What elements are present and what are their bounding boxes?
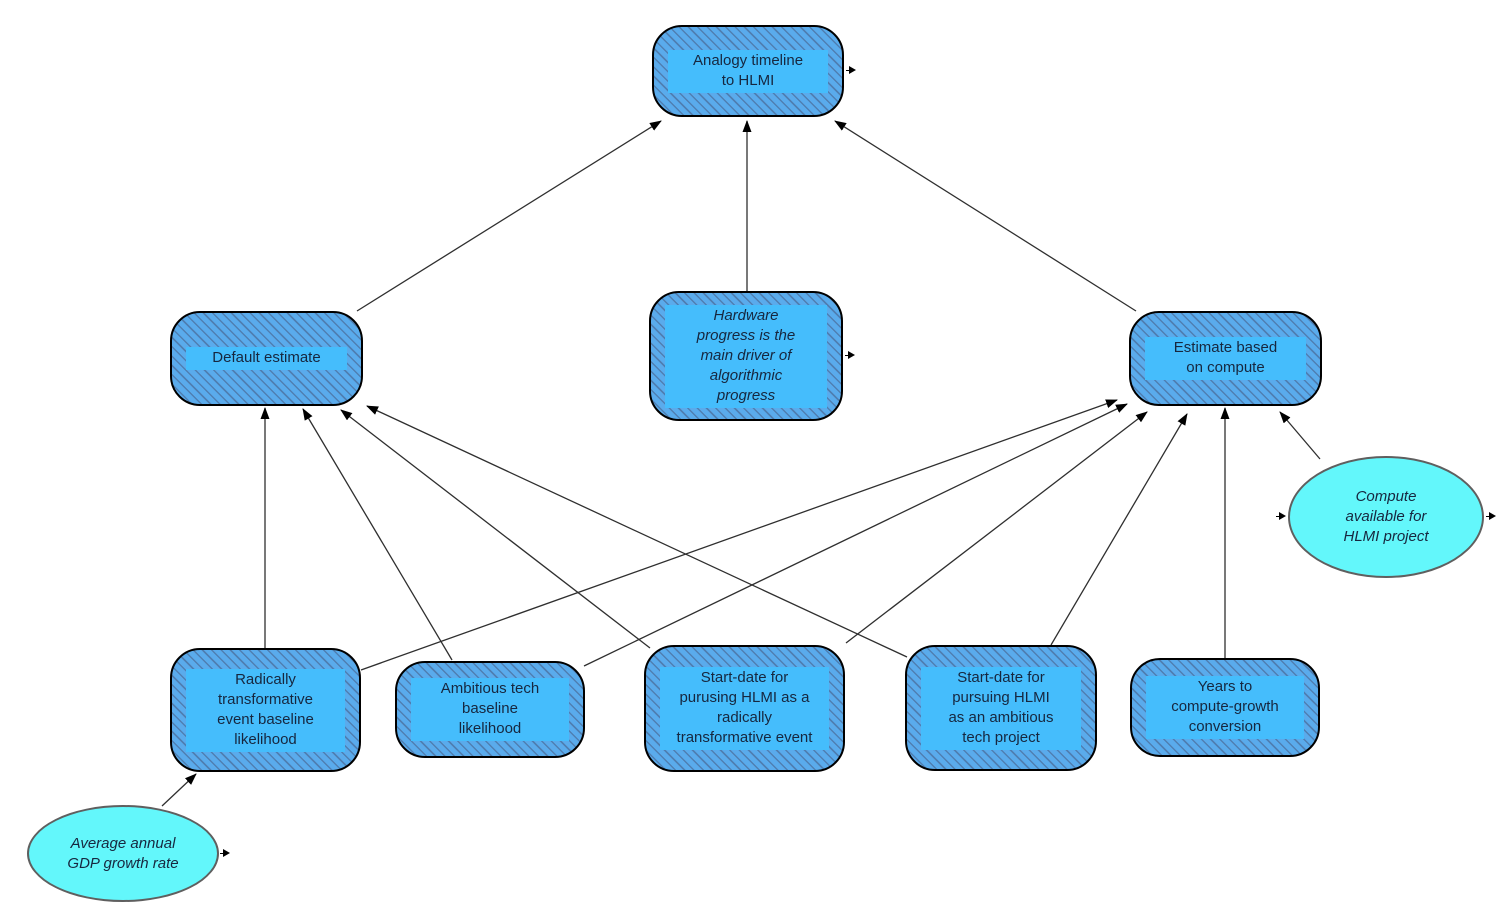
edge-compute_est-to-analogy [834, 120, 1137, 312]
output-arrow-icon [1486, 512, 1496, 521]
output-arrow-icon [845, 351, 855, 360]
node-hardware-progress-driver[interactable]: Hardware progress is the main driver of … [649, 291, 843, 421]
edge-gdp-to-radically [161, 773, 197, 807]
edge-startdate_amb-to-default [366, 405, 908, 658]
edge-ambitious-to-compute_est [583, 403, 1128, 667]
edge-ambitious-to-default [302, 408, 453, 661]
node-label: Years to compute-growth conversion [1146, 676, 1304, 739]
node-ambitious-tech-baseline[interactable]: Ambitious tech baseline likelihood [395, 661, 585, 758]
output-arrow-icon [220, 849, 230, 858]
input-arrow-icon [1276, 512, 1286, 521]
node-analogy-timeline-to-hlmi[interactable]: Analogy timeline to HLMI [652, 25, 844, 117]
output-arrow-icon [846, 66, 856, 75]
node-years-to-compute-growth[interactable]: Years to compute-growth conversion [1130, 658, 1320, 757]
edge-startdate_rad-to-default [340, 409, 651, 649]
edge-radically-to-compute_est [360, 399, 1118, 671]
node-label: Compute available for HLMI project [1343, 488, 1429, 545]
node-label: Analogy timeline to HLMI [668, 49, 828, 93]
node-compute-available-for-hlmi[interactable]: Compute available for HLMI project [1288, 456, 1484, 578]
edge-compute_avail-to-compute_est [1279, 411, 1321, 460]
edge-default-to-analogy [356, 120, 662, 312]
node-label: Start-date for pursuing HLMI as an ambit… [921, 666, 1081, 750]
node-label: Ambitious tech baseline likelihood [411, 678, 569, 741]
node-average-annual-gdp-growth[interactable]: Average annual GDP growth rate [27, 805, 219, 902]
node-label: Default estimate [186, 347, 347, 370]
node-label: Estimate based on compute [1145, 337, 1306, 380]
node-label: Radically transformative event baseline … [186, 668, 345, 752]
node-radically-transformative-baseline[interactable]: Radically transformative event baseline … [170, 648, 361, 772]
node-label: Start-date for purusing HLMI as a radica… [660, 667, 829, 750]
node-startdate-radically-transformative[interactable]: Start-date for purusing HLMI as a radica… [644, 645, 845, 772]
edge-startdate_amb-to-compute_est [1050, 413, 1188, 646]
edge-startdate_rad-to-compute_est [845, 411, 1148, 644]
node-startdate-ambitious-tech[interactable]: Start-date for pursuing HLMI as an ambit… [905, 645, 1097, 771]
node-label: Average annual GDP growth rate [67, 834, 179, 872]
node-label: Hardware progress is the main driver of … [665, 304, 827, 408]
node-default-estimate[interactable]: Default estimate [170, 311, 363, 406]
node-estimate-based-on-compute[interactable]: Estimate based on compute [1129, 311, 1322, 406]
